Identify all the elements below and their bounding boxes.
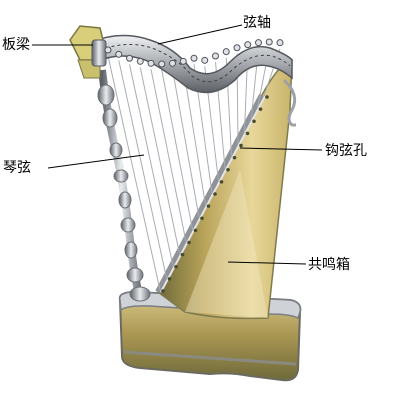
harp-neck: [69, 25, 293, 94]
tuning-peg: [276, 39, 284, 47]
tuning-peg: [147, 59, 155, 67]
string-hole: [232, 155, 237, 160]
leader-line-tuning-pegs: [157, 24, 243, 45]
string-hole: [206, 204, 211, 208]
label-tuning-pegs: 弦轴: [243, 15, 271, 31]
tuning-pegs: [104, 38, 284, 68]
string-hole: [193, 228, 198, 233]
tuning-peg: [179, 57, 187, 65]
tuning-peg: [244, 41, 252, 49]
harp-string: [182, 67, 206, 206]
tuning-peg: [136, 57, 144, 65]
harp-string: [139, 67, 180, 254]
string-hole: [265, 95, 269, 99]
harp-string: [129, 64, 174, 266]
harp-string: [172, 69, 200, 218]
string-hole: [174, 264, 178, 269]
tuning-peg: [126, 54, 133, 62]
string-hole: [245, 131, 250, 136]
string-hole: [258, 107, 263, 111]
tuning-peg: [169, 59, 176, 67]
string-hole: [226, 167, 230, 172]
leader-line-strings: [47, 154, 145, 169]
string-hole: [180, 252, 185, 257]
string-hole: [200, 216, 204, 221]
harp-string: [118, 60, 167, 278]
leader-line-soundbox: [227, 261, 307, 265]
tuning-peg: [233, 44, 241, 52]
string-hole: [252, 119, 256, 124]
tuning-peg: [104, 46, 112, 54]
string-hole: [239, 143, 243, 148]
tuning-peg: [201, 56, 209, 64]
string-hole: [167, 277, 172, 281]
string-hole: [219, 180, 224, 184]
harp-string: [150, 69, 187, 242]
tuning-peg: [255, 39, 262, 47]
label-strings: 琴弦: [3, 160, 31, 176]
label-neck: 板梁: [2, 37, 30, 53]
string-holes: [161, 95, 269, 293]
soundbox: [155, 59, 297, 320]
harp-string: [107, 55, 161, 291]
string-hole: [187, 240, 191, 245]
tuning-peg: [212, 52, 219, 60]
leader-line-string-holes: [239, 147, 323, 151]
label-string-holes: 钩弦孔: [325, 143, 367, 159]
tuning-peg: [158, 60, 166, 68]
label-soundbox: 共鸣箱: [308, 257, 350, 273]
tuning-peg: [222, 48, 230, 56]
string-hole: [213, 192, 217, 196]
tuning-peg: [190, 54, 198, 62]
harp-string: [161, 69, 193, 230]
harp-column: [97, 69, 151, 302]
tuning-peg: [265, 38, 273, 46]
tuning-peg: [115, 50, 123, 58]
string-hole: [161, 289, 165, 293]
